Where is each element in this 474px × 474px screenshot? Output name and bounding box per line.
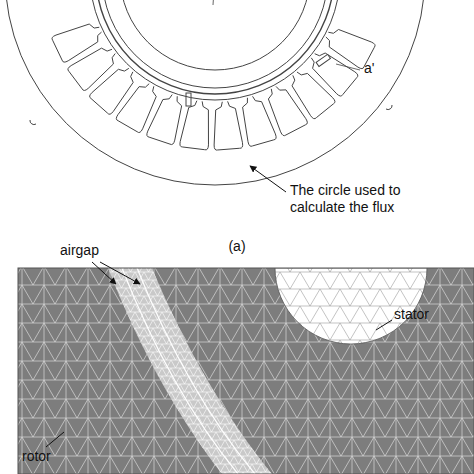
stator-slot	[147, 95, 182, 145]
leader-line	[376, 320, 392, 330]
pointer-arrow	[250, 166, 286, 192]
mesh-lines	[18, 268, 474, 474]
leader-line	[336, 64, 360, 70]
airgap-band	[108, 268, 272, 474]
annotation-note: The circle used to calculate the flux	[290, 182, 440, 216]
mesh-detail	[18, 268, 474, 474]
stator-slot	[268, 86, 307, 135]
stator-slot	[311, 53, 358, 96]
airgap-layer	[122, 268, 238, 474]
axis-line	[213, 0, 215, 5]
rotor-inner	[120, 0, 310, 70]
stator-outline	[5, 0, 425, 185]
region-label: airgap	[60, 242, 99, 259]
stator-bore	[90, 0, 340, 100]
stator-slot	[90, 68, 134, 114]
pointer-arrow	[100, 262, 140, 284]
phase-label: a'	[364, 60, 374, 77]
panel-label: (a)	[228, 238, 245, 255]
stator-slot	[68, 48, 115, 90]
motor-section	[5, 0, 425, 185]
airgap-layer	[137, 268, 255, 474]
stator-slots	[52, 24, 375, 150]
stator-slot	[214, 101, 243, 150]
rotor-outline	[102, 0, 328, 88]
stator-slot	[243, 96, 277, 146]
stator-slot	[180, 101, 209, 150]
stator-slot	[116, 84, 156, 133]
region-label: stator	[394, 306, 429, 323]
coil-marker	[186, 93, 191, 106]
outline-notch	[30, 120, 36, 125]
mesh-frame	[18, 268, 474, 474]
airgap-mesh	[108, 268, 272, 474]
iron-mesh	[18, 268, 474, 474]
leader-line	[46, 432, 64, 447]
stator-slot	[52, 24, 102, 62]
coil-marker	[316, 54, 330, 66]
outline-notch	[386, 105, 392, 110]
pointer-arrow	[92, 262, 116, 284]
region-label: rotor	[22, 448, 51, 465]
stator-slot	[292, 72, 335, 119]
